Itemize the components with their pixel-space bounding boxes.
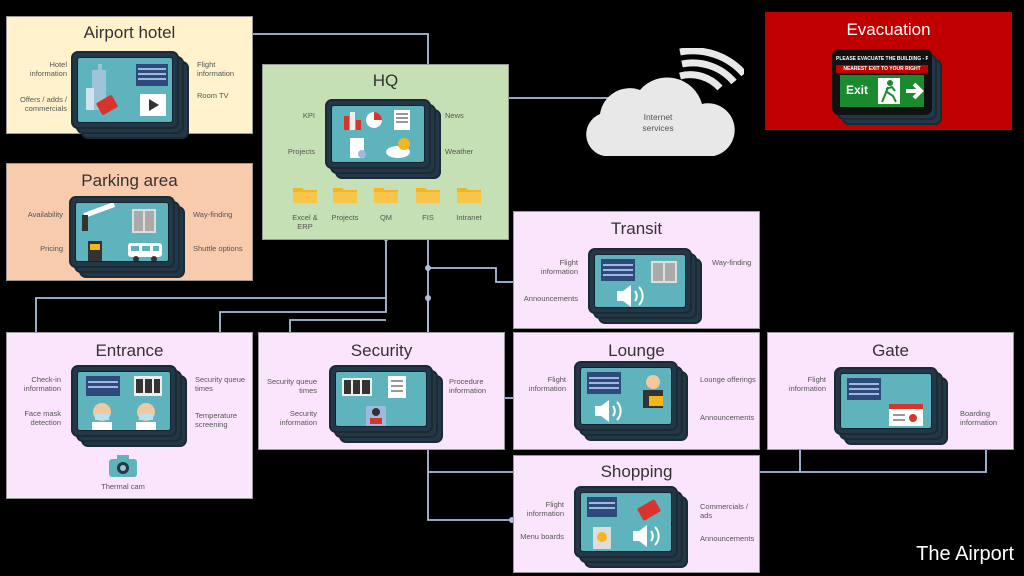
folder-icon-intranet [457,188,481,203]
hq-screen-stack [325,99,445,183]
evacuation-box: Evacuation PLEASE EVACUATE THE BUILDING … [765,12,1012,130]
boarding-pass-icon [847,378,923,426]
entrance-queue-label: Security queue times [195,375,246,394]
entrance-screen-stack [71,365,191,451]
airport-hotel-title: Airport hotel [83,23,176,42]
shopping-screen-stack [574,486,694,572]
checkin-label: Check-in information [23,375,61,394]
transit-announcements-label: Announcements [523,294,578,303]
menu-boards-label: Menu boards [520,532,564,541]
folder-icon-projects [333,188,357,203]
transit-wayfinding-label: Way-finding [712,258,752,267]
link-trunk-transit [428,267,528,283]
gate-screen-stack [834,367,954,447]
thermal-camera-icon [109,455,137,477]
evac-banner: PLEASE EVACUATE THE BUILDING - PLEASE [836,56,928,62]
offers-label: Offers / adds / commercials [20,95,67,114]
lounge-screen-stack [574,361,694,445]
exit-running-man-icon [878,78,924,104]
shopping-sale-icon [587,497,661,549]
thermal-cam-label: Thermal cam [101,482,145,491]
news-label: News [445,111,464,120]
transit-flight-label: Flight information [540,258,578,277]
folder-icon-fis [416,188,440,203]
hq-title: HQ [372,71,399,90]
parking-box: Parking area Availability Pricing Way-fi… [6,163,253,281]
parking-screen-stack [69,196,189,280]
airport-hotel-box: Airport hotel Hotel information Offers /… [6,16,253,139]
lounge-flight-label: Flight information [528,375,566,394]
hq-dashboard-icon [344,110,410,158]
folder-label-qm: QM [379,213,393,222]
room-tv-label: Room TV [197,91,229,100]
boarding-label: Boarding information [960,409,998,428]
shopping-box: Shopping Flight information Menu boards … [513,455,760,573]
shuttle-label: Shuttle options [193,244,243,253]
hotel-screen-stack [71,51,191,143]
procedure-label: Procedure information [449,377,487,396]
lounge-box: Lounge Flight information Lounge offerin… [513,332,760,450]
cloud-icon [586,48,744,156]
folder-icon-excel [293,188,317,203]
airport-title: The Airport [916,543,1014,565]
security-queue-label: Security queue times [266,377,317,396]
entrance-title: Entrance [95,341,164,360]
folder-icon-qm [374,188,398,203]
hotel-flight-info-label: Flight information [197,60,235,79]
security-info-label: Security information [279,409,317,428]
lounge-title: Lounge [608,341,665,360]
security-scanner-icon [342,376,406,426]
folder-label-fis: FIS [422,213,434,222]
lounge-waiter-icon [587,372,663,422]
entrance-faces-icon [86,376,162,430]
folder-label-excel: Excel & ERP [292,213,318,232]
lounge-announcements-label: Announcements [700,413,755,422]
folder-label-intranet: Intranet [456,213,482,222]
evacuation-screen-stack: PLEASE EVACUATE THE BUILDING - PLEASE NE… [832,49,952,129]
evac-exit-text: Exit [846,83,869,97]
kpi-label: KPI [302,111,315,120]
security-screen-stack [329,365,449,449]
cloud-label: Internet services [642,112,674,133]
temperature-label: Temperature screening [195,411,238,430]
weather-label: Weather [445,147,474,156]
lounge-offerings-label: Lounge offerings [700,375,756,384]
hotel-info-label: Hotel information [29,60,67,79]
transit-box: Transit Flight information Announcements… [513,211,760,329]
transit-screen-stack [588,248,708,328]
availability-label: Availability [27,210,63,219]
transit-title: Transit [610,219,663,238]
parking-barrier-icon [82,203,162,261]
shopping-title: Shopping [600,462,673,481]
shopping-announcements-label: Announcements [700,534,755,543]
shopping-flight-label: Flight information [526,500,564,519]
evac-subbanner: NEAREST EXIT TO YOUR RIGHT [836,65,928,73]
commercials-label: Commercials / ads [700,502,748,521]
wayfinding-label: Way-finding [193,210,233,219]
folder-label-projects: Projects [331,213,359,222]
security-title: Security [350,341,413,360]
hq-projects-label: Projects [287,147,315,156]
gate-flight-label: Flight information [788,375,826,394]
entrance-box: Entrance Check-in information Face mask … [6,332,253,499]
facemask-label: Face mask detection [24,409,61,428]
gate-box: Gate Flight information Boarding informa… [767,332,1014,450]
parking-title: Parking area [81,171,178,190]
evacuation-title: Evacuation [846,20,931,39]
hotel-building-icon [86,64,168,116]
pricing-label: Pricing [40,244,63,253]
hq-box: HQ KPI Projects News Weather Excel & ERP… [262,64,509,240]
security-box: Security Security queue times Security i… [258,332,505,450]
transit-board-icon [601,259,677,307]
gate-title: Gate [872,341,909,360]
